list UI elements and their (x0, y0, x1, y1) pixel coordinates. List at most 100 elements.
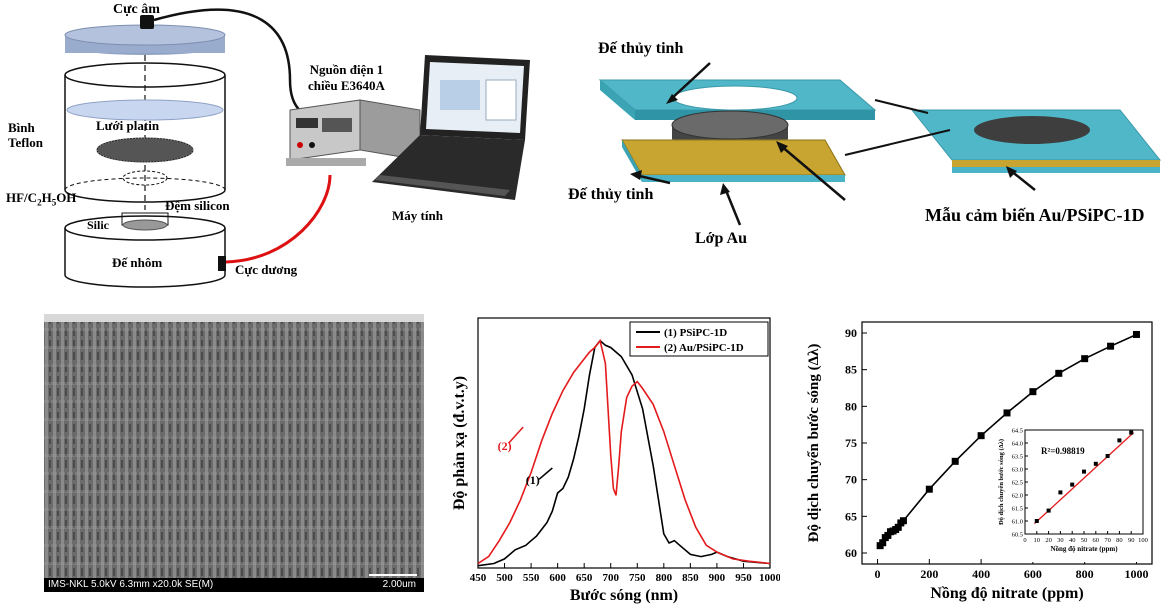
anode-label: Cực dương (235, 262, 298, 277)
sem-info-bar: IMS-NKL 5.0kV 6.3mm x20.0k SE(M) 2.00um (44, 578, 424, 592)
x-tick-label: 750 (629, 572, 646, 584)
sample-area-outline (122, 170, 168, 186)
anode-wire (225, 174, 332, 264)
inset-data-point (1070, 482, 1075, 487)
inset-annotation: R²=0.98819 (1041, 446, 1085, 456)
y-tick-label: 65 (845, 509, 857, 523)
x-tick-label: 600 (549, 572, 566, 584)
data-point (1132, 330, 1140, 338)
annotation-2: (2) (498, 439, 512, 453)
data-point (894, 523, 902, 531)
teflon-cell-label: Bình Teflon (8, 120, 43, 150)
x-tick-label: 650 (576, 572, 593, 584)
inset-x-tick-label: 90 (1128, 537, 1135, 544)
series-line-2 (477, 338, 771, 565)
power-supply (286, 99, 421, 166)
inset-y-axis-label: Độ dịch chuyển bước sóng (Δλ) (998, 439, 1005, 525)
sensor-active-area (974, 116, 1090, 144)
y-tick-label: 85 (845, 363, 857, 377)
x-tick-label: 600 (1024, 567, 1042, 581)
platinum-mesh-label: Lưới platin (96, 118, 160, 133)
glass-bottom-label: Đế thủy tinh (568, 186, 654, 203)
annotation-1-arrow (538, 467, 553, 480)
y-tick-label: 80 (845, 399, 857, 413)
glass-hole (672, 85, 798, 111)
inset-data-point (1117, 438, 1122, 443)
inset-y-tick-label: 62.0 (1012, 493, 1023, 500)
apparatus-panel: Cực âm Bình Teflon Lưới platin HF/C2H5OH… (0, 0, 560, 290)
annotation-1: (1) (526, 473, 540, 487)
inset-y-tick-label: 63.0 (1012, 467, 1023, 474)
inset-y-tick-label: 61.5 (1012, 506, 1023, 513)
silicon-wafer (122, 219, 168, 231)
x-tick-label: 0 (875, 567, 881, 581)
inset-x-tick-label: 30 (1057, 537, 1064, 544)
inset-data-point (1034, 519, 1039, 523)
x-tick-label: 900 (709, 572, 726, 584)
apparatus-drawing (64, 8, 530, 288)
data-point (899, 517, 907, 525)
inset-y-tick-label: 63.5 (1012, 454, 1023, 461)
inset-x-tick-label: 0 (1023, 537, 1026, 544)
silicon-label: Silic (87, 218, 110, 232)
inset-x-tick-label: 50 (1081, 537, 1088, 544)
psi-disc (671, 110, 789, 140)
x-tick-label: 1000 (1124, 567, 1148, 581)
data-point (1081, 355, 1089, 363)
x-tick-label: 800 (1076, 567, 1094, 581)
x-tick-label: 200 (920, 567, 938, 581)
legend-label: (2) Au/PSiPC-1D (664, 342, 744, 354)
inset-fit-line (1034, 432, 1134, 525)
x-tick-label: 1000 (759, 572, 780, 584)
y-tick-label: 70 (845, 473, 857, 487)
cathode-label: Cực âm (113, 2, 160, 17)
inset-x-tick-label: 80 (1116, 537, 1123, 544)
data-point (925, 485, 933, 493)
x-tick-label: 700 (602, 572, 619, 584)
x-tick-label: 850 (682, 572, 699, 584)
platinum-mesh-plane (66, 99, 224, 121)
legend-box (629, 321, 769, 357)
series-line-1 (477, 339, 771, 567)
plot-frame (477, 317, 771, 569)
data-point (977, 432, 985, 440)
sem-info: IMS-NKL 5.0kV 6.3mm x20.0k SE(M) (48, 579, 214, 590)
inset-y-tick-label: 62.5 (1012, 480, 1023, 487)
inset-data-point (1129, 430, 1134, 435)
sem-image-panel: IMS-NKL 5.0kV 6.3mm x20.0k SE(M) 2.00um (44, 314, 424, 592)
y-tick-label: 75 (845, 436, 857, 450)
inset-y-tick-label: 64.5 (1012, 428, 1023, 435)
x-axis-label: Bước sóng (nm) (570, 587, 678, 604)
inset-y-tick-label: 64.0 (1012, 441, 1023, 448)
y-axis-label: Độ dịch chuyển bước sóng (Δλ) (806, 344, 822, 543)
inset-data-point (1093, 461, 1098, 466)
x-tick-label: 450 (470, 572, 487, 584)
x-tick-label: 550 (523, 572, 540, 584)
inset-x-tick-label: 40 (1069, 537, 1076, 544)
anode-terminal (218, 256, 226, 271)
computer-label: Máy tính (392, 208, 443, 223)
inset-x-tick-label: 10 (1034, 537, 1041, 544)
annotation-2-arrow (508, 426, 524, 444)
inset-x-tick-label: 100 (1138, 537, 1148, 544)
inset-x-axis-label: Nồng độ nitrate (ppm) (1050, 545, 1118, 553)
data-point (884, 531, 892, 539)
cathode-terminal (140, 15, 154, 29)
y-tick-label: 60 (845, 546, 857, 560)
data-point (1003, 409, 1011, 417)
inset-data-point (1058, 490, 1063, 495)
aluminum-base-label: Đế nhôm (112, 255, 163, 270)
sensor-assembly-drawing (598, 62, 1162, 226)
gold-layer-label: Lớp Au (695, 230, 747, 247)
x-tick-label: 800 (656, 572, 673, 584)
data-point (1029, 388, 1037, 396)
x-tick-label: 400 (972, 567, 990, 581)
y-tick-label: 90 (845, 326, 857, 340)
data-point (1055, 369, 1063, 377)
laptop (372, 55, 530, 200)
inset-x-tick-label: 60 (1093, 537, 1100, 544)
inset-y-tick-label: 60.5 (1012, 532, 1023, 539)
